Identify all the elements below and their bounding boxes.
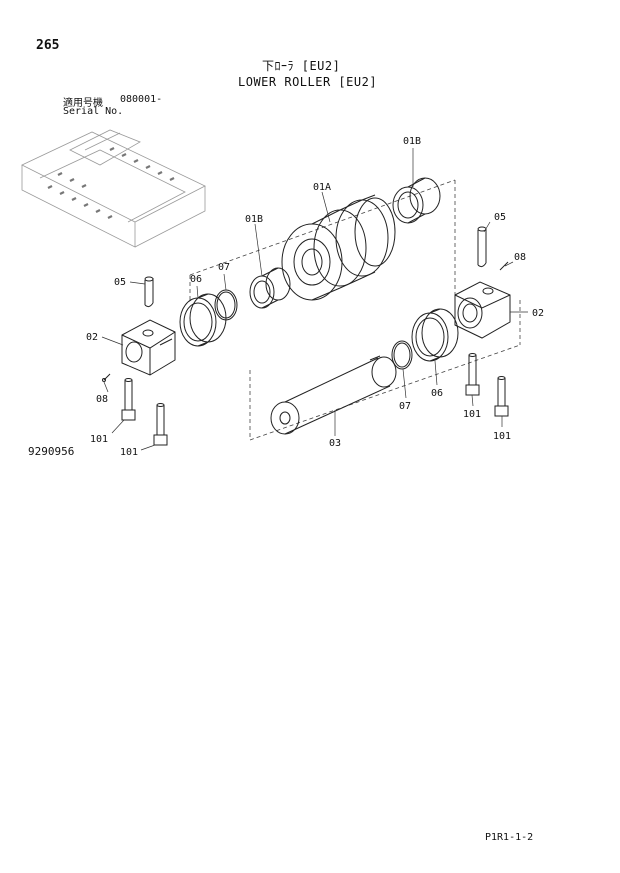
callout-05-left: 05 <box>114 277 126 288</box>
callout-101-right-a: 101 <box>463 409 481 420</box>
collar-02-left <box>121 319 176 376</box>
page-code: P1R1-1-2 <box>485 832 534 843</box>
floating-seal-06-left <box>179 293 227 347</box>
callout-02-left: 02 <box>86 332 98 343</box>
page-title-japanese: 下ﾛｰﾗ [EU2] <box>262 59 341 73</box>
page-title: LOWER ROLLER [EU2] <box>238 75 378 89</box>
pin-05-right <box>477 226 487 268</box>
serial-label-japanese: 適用号機 <box>63 98 103 109</box>
o-ring-07-right <box>391 340 413 370</box>
callout-101-right-b: 101 <box>493 431 511 442</box>
assembly-guide-lines <box>189 179 521 441</box>
bolt-101-right-b <box>494 376 509 417</box>
collar-02-right <box>454 281 511 339</box>
callout-06-left: 06 <box>190 274 202 285</box>
serial-label: Serial No. <box>63 106 124 117</box>
callout-06-right: 06 <box>431 388 443 399</box>
callout-02-right: 02 <box>532 308 544 319</box>
leader-lines <box>101 148 528 451</box>
callout-08-left: 08 <box>96 394 108 405</box>
bushing-01b-left <box>249 267 291 309</box>
callout-01b-top: 01B <box>403 136 421 147</box>
callout-05-right: 05 <box>494 212 506 223</box>
track-frame-thumbnail <box>21 129 206 248</box>
pin-08-right <box>499 261 509 271</box>
serial-value: 080001- <box>120 94 163 105</box>
callout-07-left: 07 <box>218 262 230 273</box>
bolt-101-right-a <box>465 353 480 396</box>
shaft-03 <box>270 355 397 435</box>
callout-08-right: 08 <box>514 252 526 263</box>
callout-01b-left: 01B <box>245 214 263 225</box>
floating-seal-06-right <box>411 308 459 362</box>
bolt-101-left-a <box>121 378 136 421</box>
pin-08-left <box>102 373 111 382</box>
bolt-101-left-b <box>153 403 168 446</box>
callout-101-left-b: 101 <box>120 447 138 458</box>
callout-101-left-a: 101 <box>90 434 108 445</box>
pin-05-left <box>144 276 154 308</box>
bushing-01b-top <box>392 177 441 224</box>
callout-03: 03 <box>329 438 341 449</box>
callout-07-right: 07 <box>399 401 411 412</box>
page-number: 265 <box>36 38 60 53</box>
callout-01a: 01A <box>313 182 331 193</box>
drawing-number: 9290956 <box>28 445 75 458</box>
roller-body-01a <box>281 194 396 301</box>
